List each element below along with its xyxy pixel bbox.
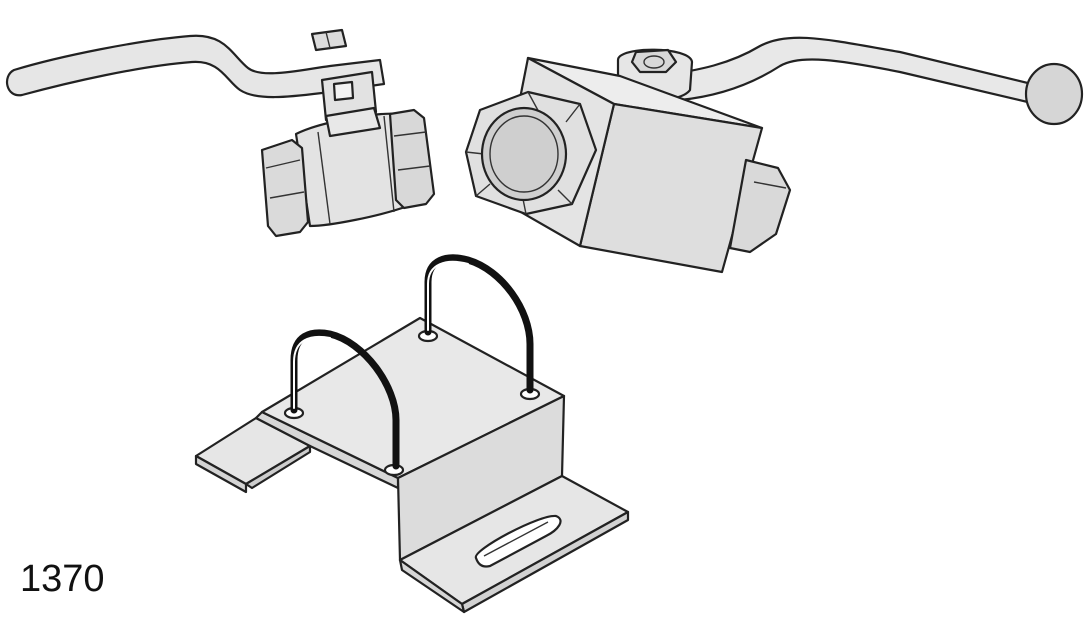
large-valve-port-bore bbox=[480, 106, 568, 202]
small-valve-lever bbox=[5, 34, 386, 99]
u-bolt-rear bbox=[424, 254, 534, 394]
small-valve-stem-nut bbox=[310, 28, 348, 52]
mounting-bracket bbox=[194, 316, 630, 614]
small-valve-left-hex bbox=[260, 138, 310, 238]
u-bolt-front bbox=[290, 329, 400, 470]
u-bolts bbox=[290, 254, 534, 470]
large-valve-lever bbox=[658, 36, 1042, 106]
part-number-label: 1370 bbox=[20, 558, 105, 600]
small-valve-right-hex bbox=[388, 108, 436, 210]
large-valve-right-hex bbox=[728, 158, 792, 254]
small-ball-valve bbox=[5, 28, 436, 238]
bracket-mounting-slot bbox=[474, 514, 562, 568]
large-valve-lever-knob bbox=[1024, 62, 1084, 126]
large-ball-valve bbox=[464, 36, 1084, 274]
